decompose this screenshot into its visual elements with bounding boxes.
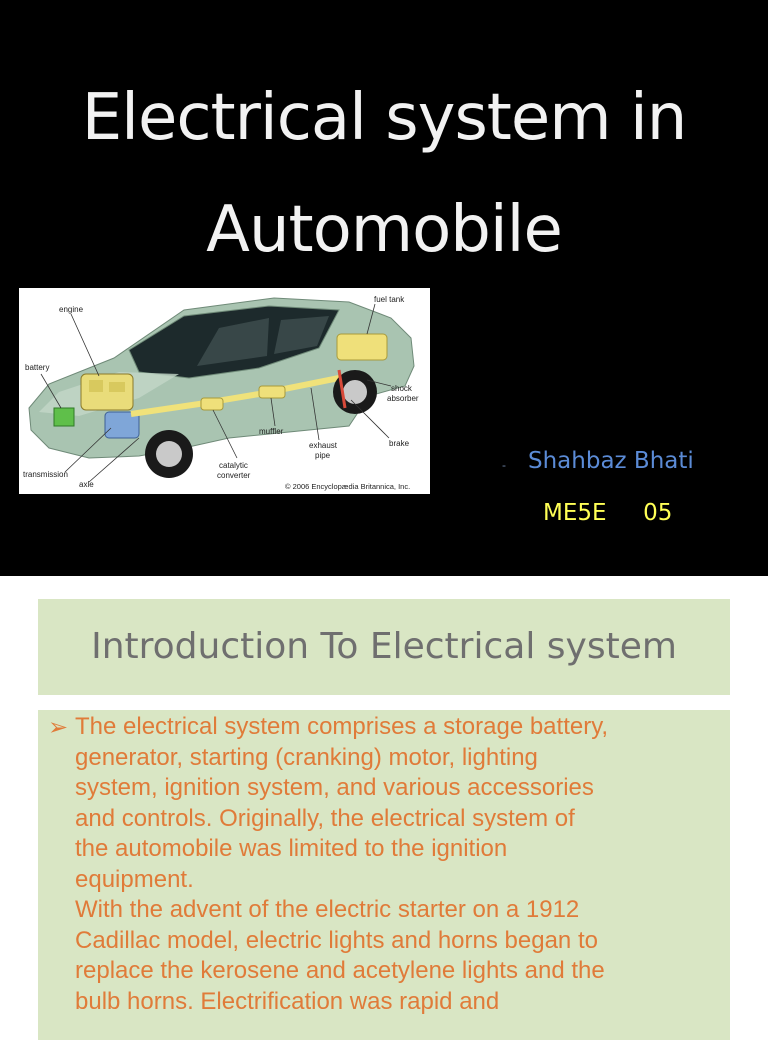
label-axle: axle — [79, 480, 94, 489]
author-dash: - — [502, 458, 506, 472]
body-line: With the advent of the electric starter … — [75, 896, 580, 923]
label-engine: engine — [59, 305, 84, 314]
title-line-2: Automobile — [206, 193, 563, 267]
title-slide: Electrical system in Automobile — [0, 0, 768, 576]
label-pipe: pipe — [315, 451, 331, 460]
body-line: Cadillac model, electric lights and horn… — [75, 926, 598, 954]
body-line: system, ignition system, and various acc… — [75, 774, 594, 801]
label-shock: shock — [391, 384, 413, 393]
body-line: generator, starting (cranking) motor, li… — [75, 743, 538, 771]
body-box: ➢ The electrical system comprises a stor… — [38, 710, 730, 1040]
body-line: equipment. — [75, 865, 194, 893]
label-catalytic: catalytic — [219, 461, 248, 470]
body-line: The electrical system comprises a storag… — [75, 713, 609, 740]
label-muffler: muffler — [259, 427, 284, 436]
car-illustration: engine battery fuel tank shock absorber … — [23, 295, 419, 491]
title-line-1: Electrical system in — [81, 81, 688, 155]
slide-title: Electrical system in Automobile — [0, 62, 768, 286]
heading-box: Introduction To Electrical system — [38, 599, 730, 695]
slide-heading: Introduction To Electrical system — [91, 626, 677, 667]
label-absorber: absorber — [387, 394, 419, 403]
label-exhaust: exhaust — [309, 441, 338, 450]
body-line: the automobile was limited to the igniti… — [75, 835, 508, 862]
intro-slide: Introduction To Electrical system ➢ The … — [0, 576, 768, 1040]
label-transmission: transmission — [23, 470, 68, 479]
body-paragraph: The electrical system comprises a storag… — [75, 712, 727, 1017]
car-diagram-image: engine battery fuel tank shock absorber … — [19, 288, 430, 494]
label-brake: brake — [389, 439, 410, 448]
copyright-notice: © 2006 Encyclopædia Britannica, Inc. — [285, 482, 410, 491]
label-fuel-tank: fuel tank — [374, 295, 405, 304]
body-line: bulb horns. Electrification was rapid an… — [75, 987, 500, 1015]
course-code: ME5E 05 — [543, 500, 673, 526]
label-battery: battery — [25, 363, 49, 372]
body-line: replace the kerosene and acetylene light… — [75, 957, 605, 984]
author-name: Shahbaz Bhati — [528, 448, 694, 474]
label-converter: converter — [217, 471, 251, 480]
body-line: and controls. Originally, the electrical… — [75, 804, 575, 832]
bullet-arrow-icon: ➢ — [48, 713, 69, 741]
